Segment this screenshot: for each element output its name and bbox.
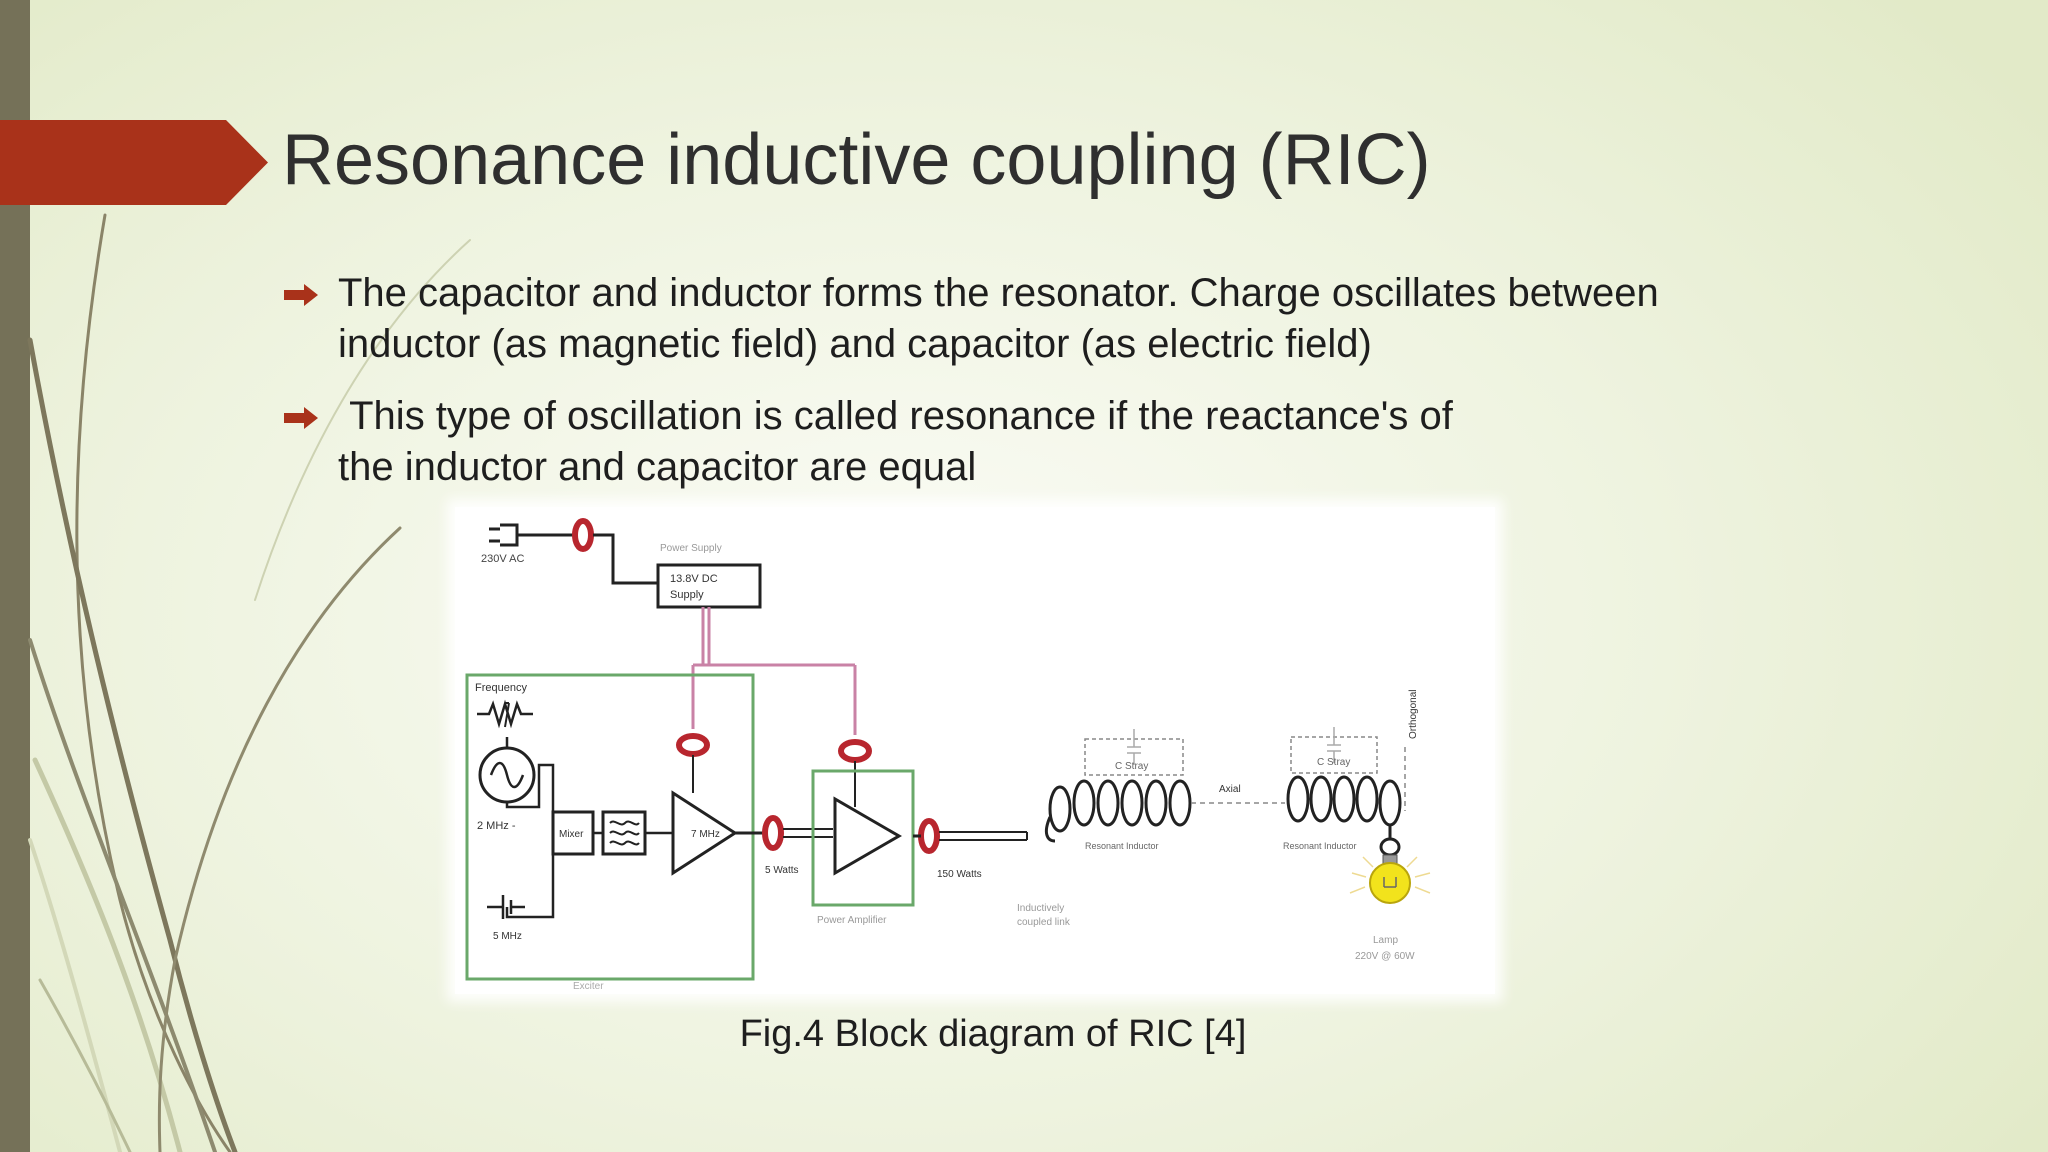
toroid-icon [838, 739, 872, 763]
inductive-link-label-line2: coupled link [1017, 917, 1071, 928]
amp-7mhz-label: 7 MHz [691, 829, 720, 840]
osc-2mhz-label: 2 MHz - [477, 820, 516, 832]
c-stray-label-1: C Stray [1115, 761, 1148, 772]
dc-supply-label-line1: 13.8V DC [670, 573, 718, 585]
toroid-icon [572, 518, 594, 552]
toroid-icon [762, 815, 784, 851]
mixer-label: Mixer [559, 829, 584, 840]
power-supply-title: Power Supply [660, 543, 722, 554]
toroid-icon [918, 818, 940, 854]
frequency-label: Frequency [475, 682, 527, 694]
lamp-label: Lamp [1373, 935, 1398, 946]
osc-5mhz-label: 5 MHz [493, 931, 522, 942]
watts-150-label: 150 Watts [937, 869, 982, 880]
filter-wave-icon [609, 820, 640, 846]
resonant-inductor-coil-icon [1286, 775, 1402, 857]
ac-source-label: 230V AC [481, 553, 524, 565]
bullet-list: The capacitor and inductor forms the res… [280, 268, 1780, 514]
inductive-link-label-line1: Inductively [1017, 903, 1064, 914]
power-amplifier-box [811, 769, 915, 907]
exciter-label: Exciter [573, 981, 604, 992]
dc-supply-box [656, 563, 762, 609]
power-amplifier-icon [833, 796, 902, 876]
c-stray-label-2: C Stray [1317, 757, 1350, 768]
bullet-text: This type of oscillation is called reson… [338, 394, 1465, 489]
resonant-inductor-label-1: Resonant Inductor [1085, 841, 1159, 851]
toroid-icon [676, 733, 710, 757]
bullet-item: This type of oscillation is called reson… [280, 391, 1488, 493]
exciter-box [465, 673, 755, 981]
dc-supply-label-line2: Supply [670, 589, 704, 601]
lamp-rating-label: 220V @ 60W [1355, 951, 1415, 962]
slide-title: Resonance inductive coupling (RIC) [282, 120, 1431, 200]
battery-icon [487, 895, 525, 919]
power-amplifier-label: Power Amplifier [817, 915, 887, 926]
arrow-bullet-icon [284, 407, 318, 429]
decorative-grass-lines [27, 213, 471, 1152]
bullet-item: The capacitor and inductor forms the res… [280, 268, 1780, 370]
orthogonal-label: Orthogonal [1408, 690, 1419, 739]
bullet-text: The capacitor and inductor forms the res… [338, 271, 1659, 366]
watts-5-label: 5 Watts [765, 865, 799, 876]
title-accent-arrow [0, 120, 268, 205]
driver-amplifier-icon [671, 790, 738, 876]
figure-caption: Fig.4 Block diagram of RIC [4] [739, 1013, 1247, 1055]
arrow-bullet-icon [284, 284, 318, 306]
ric-block-diagram: 230V AC Power Supply 13.8V DC Supply Fre… [455, 507, 1495, 994]
lamp-icon [1349, 854, 1431, 904]
resonant-inductor-coil-icon [1044, 779, 1192, 843]
ac-plug-icon [489, 523, 573, 547]
resonant-inductor-label-2: Resonant Inductor [1283, 841, 1357, 851]
axial-label: Axial [1219, 784, 1241, 795]
